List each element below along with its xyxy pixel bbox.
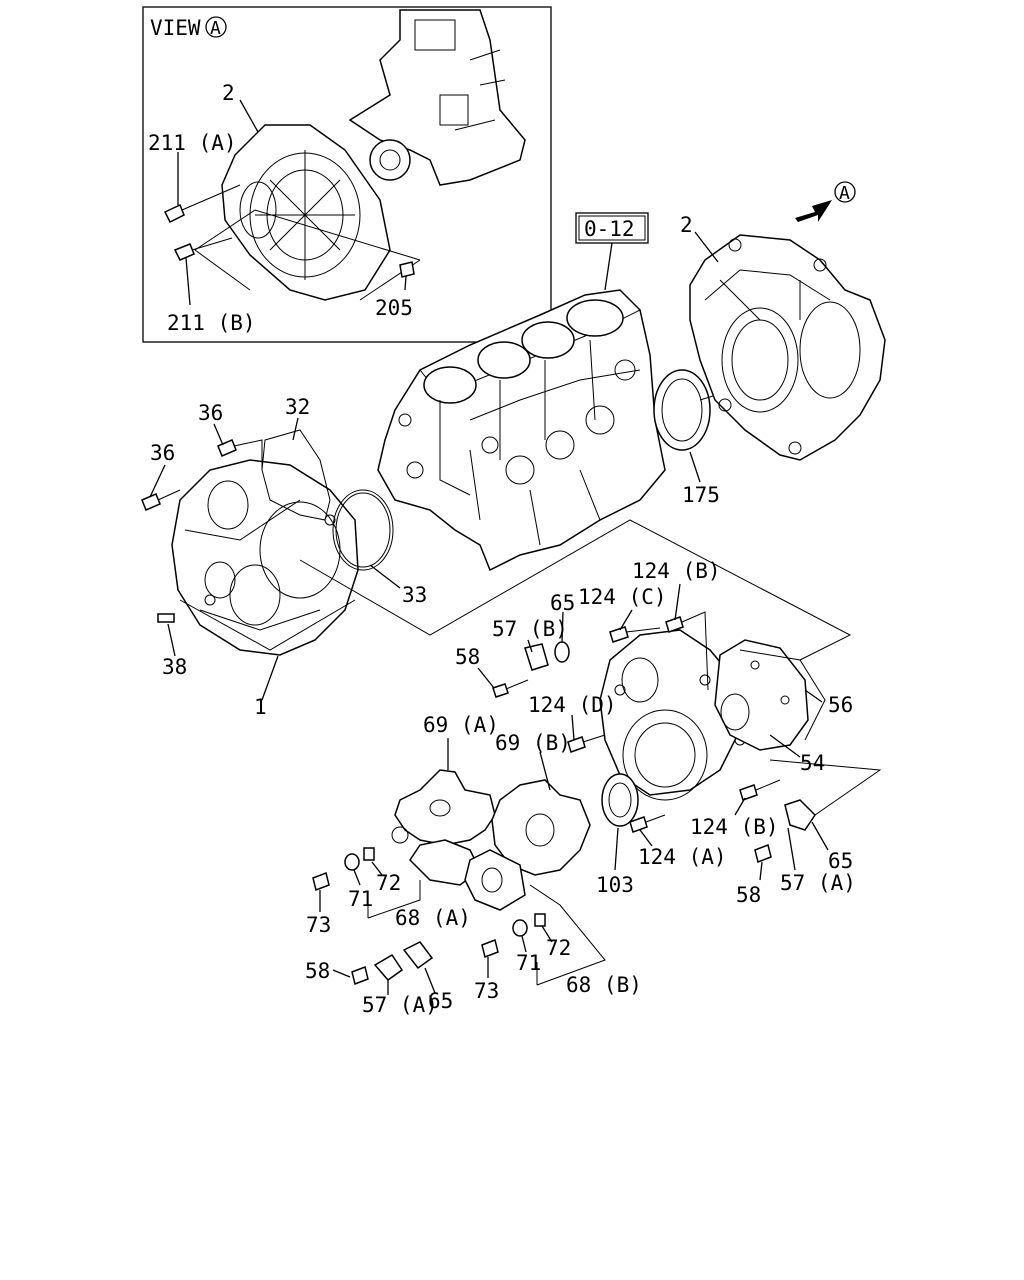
- gear-69a: [391, 738, 496, 886]
- dowel-pin-38: [157, 613, 175, 623]
- bolt-124d: [567, 736, 586, 753]
- arrow-marker: A: [839, 183, 850, 204]
- inset-marker: A: [210, 18, 221, 39]
- o-ring-33: [332, 489, 401, 589]
- label-73a: 73: [306, 913, 331, 937]
- label-58b: 58: [736, 883, 761, 907]
- bolt-36b: [141, 493, 161, 511]
- label-103: 103: [596, 873, 634, 897]
- gear-69b: [464, 751, 591, 911]
- label-211a: 211 (A): [148, 131, 237, 155]
- rear-seal-175: [653, 369, 766, 483]
- label-56: 56: [828, 693, 853, 717]
- gasket-65c: [402, 941, 434, 970]
- oil-seal-103: [601, 773, 639, 871]
- label-2: 2: [680, 213, 693, 237]
- bolt-73a: [312, 871, 330, 892]
- inset-flywheel-housing: [194, 124, 421, 301]
- label-69a: 69 (A): [423, 713, 499, 737]
- label-36b: 36: [150, 441, 175, 465]
- label-72b: 72: [546, 936, 571, 960]
- label-175: 175: [682, 483, 720, 507]
- label-69b: 69 (B): [495, 731, 571, 755]
- label-68b: 68 (B): [566, 973, 642, 997]
- pin-72a: [363, 847, 375, 861]
- inset-title: VIEW: [150, 16, 201, 40]
- label-71a: 71: [348, 887, 373, 911]
- gasket-32: [261, 417, 331, 521]
- label-65c: 65: [428, 989, 453, 1013]
- label-32: 32: [285, 395, 310, 419]
- bolt-36a: [217, 439, 237, 457]
- label-211b: 211 (B): [167, 311, 256, 335]
- ref-box-label: 0-12: [584, 217, 635, 241]
- washer-71b: [512, 919, 528, 937]
- view-arrow: A: [795, 181, 856, 222]
- bolt-211a: [163, 203, 185, 224]
- reference-box: 0-12: [575, 212, 649, 291]
- bolt-58c: [351, 965, 369, 986]
- label-36a: 36: [198, 401, 223, 425]
- label-54: 54: [800, 751, 825, 775]
- label-57b: 57 (B): [492, 617, 568, 641]
- gasket-65a: [554, 641, 570, 663]
- label-1: 1: [254, 695, 267, 719]
- bolt-124a: [629, 816, 648, 833]
- nut-205: [399, 261, 415, 278]
- bolt-124c: [609, 626, 629, 643]
- label-58c: 58: [305, 959, 330, 983]
- label-38: 38: [162, 655, 187, 679]
- label-124b-bottom: 124 (B): [690, 815, 779, 839]
- label-57a-left: 57 (A): [362, 993, 438, 1017]
- timing-gear-case-1: [171, 459, 359, 656]
- washer-71a: [344, 853, 360, 871]
- label-2-inset: 2: [222, 81, 235, 105]
- bolt-58a: [492, 683, 509, 698]
- cylinder-block: [377, 289, 666, 572]
- label-124d: 124 (D): [528, 693, 617, 717]
- inset-engine-block: [348, 9, 526, 186]
- label-205: 205: [375, 296, 413, 320]
- view-a-inset: VIEW A 2: [142, 6, 552, 343]
- pin-72b: [534, 913, 546, 927]
- bolt-58b: [754, 843, 772, 864]
- label-124b-top: 124 (B): [632, 559, 721, 583]
- label-58a: 58: [455, 645, 480, 669]
- label-57a-right: 57 (A): [780, 871, 856, 895]
- flywheel-housing-2: [689, 231, 886, 461]
- bolt-73b: [481, 938, 499, 959]
- label-65b: 65: [828, 849, 853, 873]
- cover-plate-57b: [524, 643, 549, 671]
- label-65a: 65: [550, 591, 575, 615]
- label-124c: 124 (C): [578, 585, 667, 609]
- label-68a: 68 (A): [395, 906, 471, 930]
- gear-cover-56: [714, 639, 826, 751]
- inset-marker-circle: [205, 16, 227, 38]
- label-72a: 72: [376, 871, 401, 895]
- bolt-211b: [173, 243, 195, 261]
- inset-frame: [142, 6, 552, 343]
- label-33: 33: [402, 583, 427, 607]
- arrow-marker-circle: [834, 181, 856, 203]
- label-124a: 124 (A): [638, 845, 727, 869]
- label-71b: 71: [516, 951, 541, 975]
- cover-plate-57a-left: [373, 953, 404, 982]
- bolt-124b-bottom: [739, 784, 758, 801]
- label-73b: 73: [474, 979, 499, 1003]
- cover-plate-57a-right: [784, 799, 816, 831]
- arrow-icon: [795, 200, 832, 222]
